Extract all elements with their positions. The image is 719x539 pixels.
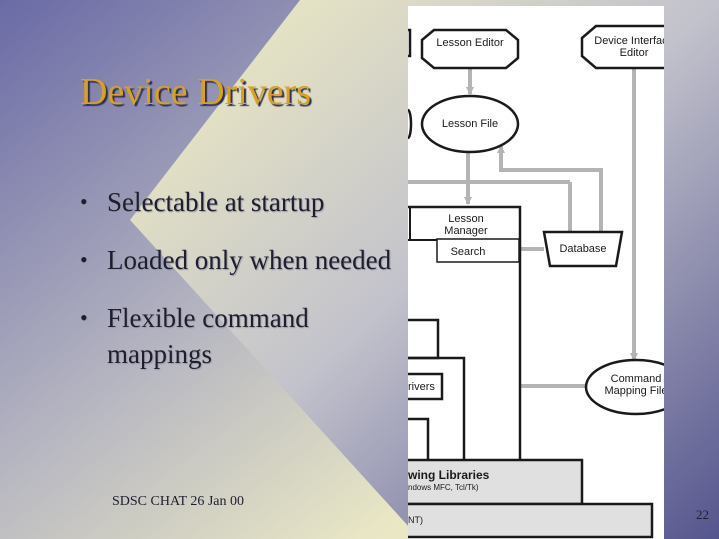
search-box — [436, 238, 520, 263]
clipped-box — [408, 28, 412, 58]
lesson-editor-node — [420, 28, 520, 70]
bullet-icon: • — [80, 247, 88, 272]
database-node — [542, 230, 624, 268]
search-label: Search — [451, 246, 486, 258]
page-number: 22 — [696, 507, 709, 522]
bullet-icon: • — [80, 189, 88, 214]
bullet-list: • Selectable at startup • Loaded only when… — [80, 184, 400, 394]
lesson-manager-label: Manager — [444, 225, 488, 237]
os-layer — [408, 502, 654, 539]
command-mapping-file-node — [584, 358, 664, 416]
os-layer-label: NT) — [408, 515, 423, 525]
lesson-file-node — [420, 94, 520, 154]
slide-title: Device Drivers — [80, 71, 312, 113]
device-interface-editor-label: Editor — [620, 47, 649, 59]
database-label: Database — [559, 243, 606, 255]
device-interface-editor-label: Device Interface — [594, 35, 664, 47]
footer-text: SDSC CHAT 26 Jan 00 — [112, 494, 244, 509]
bullet-icon: • — [80, 305, 88, 330]
clipped-box — [408, 356, 466, 489]
lesson-editor-label: Lesson Editor — [436, 37, 504, 49]
bullet-text: Loaded only when needed — [107, 245, 392, 275]
device-drivers-node — [408, 372, 444, 401]
lesson-manager-label: Lesson — [448, 213, 483, 225]
device-interface-editor-node — [580, 24, 664, 70]
command-mapping-file-label: Command — [611, 373, 662, 385]
bullet-item: • Selectable at startup — [80, 184, 400, 220]
architecture-diagram: Lesson Editor Device Interface Editor Le… — [408, 6, 664, 539]
bullet-item: • Loaded only when needed — [80, 242, 400, 278]
drawing-libraries-sublabel: ndows MFC, Tcl/Tk) — [408, 483, 479, 492]
bullet-item: • Flexible command mappings — [80, 300, 400, 372]
bullet-text: Selectable at startup — [107, 187, 325, 217]
device-drivers-label: rivers — [408, 381, 435, 393]
drawing-libraries-label: wing Libraries — [408, 468, 490, 482]
lesson-file-label: Lesson File — [442, 118, 498, 130]
clipped-box — [408, 108, 413, 140]
drawing-libraries-layer — [408, 458, 584, 506]
bullet-text: Flexible command mappings — [107, 303, 309, 369]
database-to-file-arrow — [497, 145, 603, 234]
command-mapping-file-label: Mapping File — [605, 385, 664, 397]
